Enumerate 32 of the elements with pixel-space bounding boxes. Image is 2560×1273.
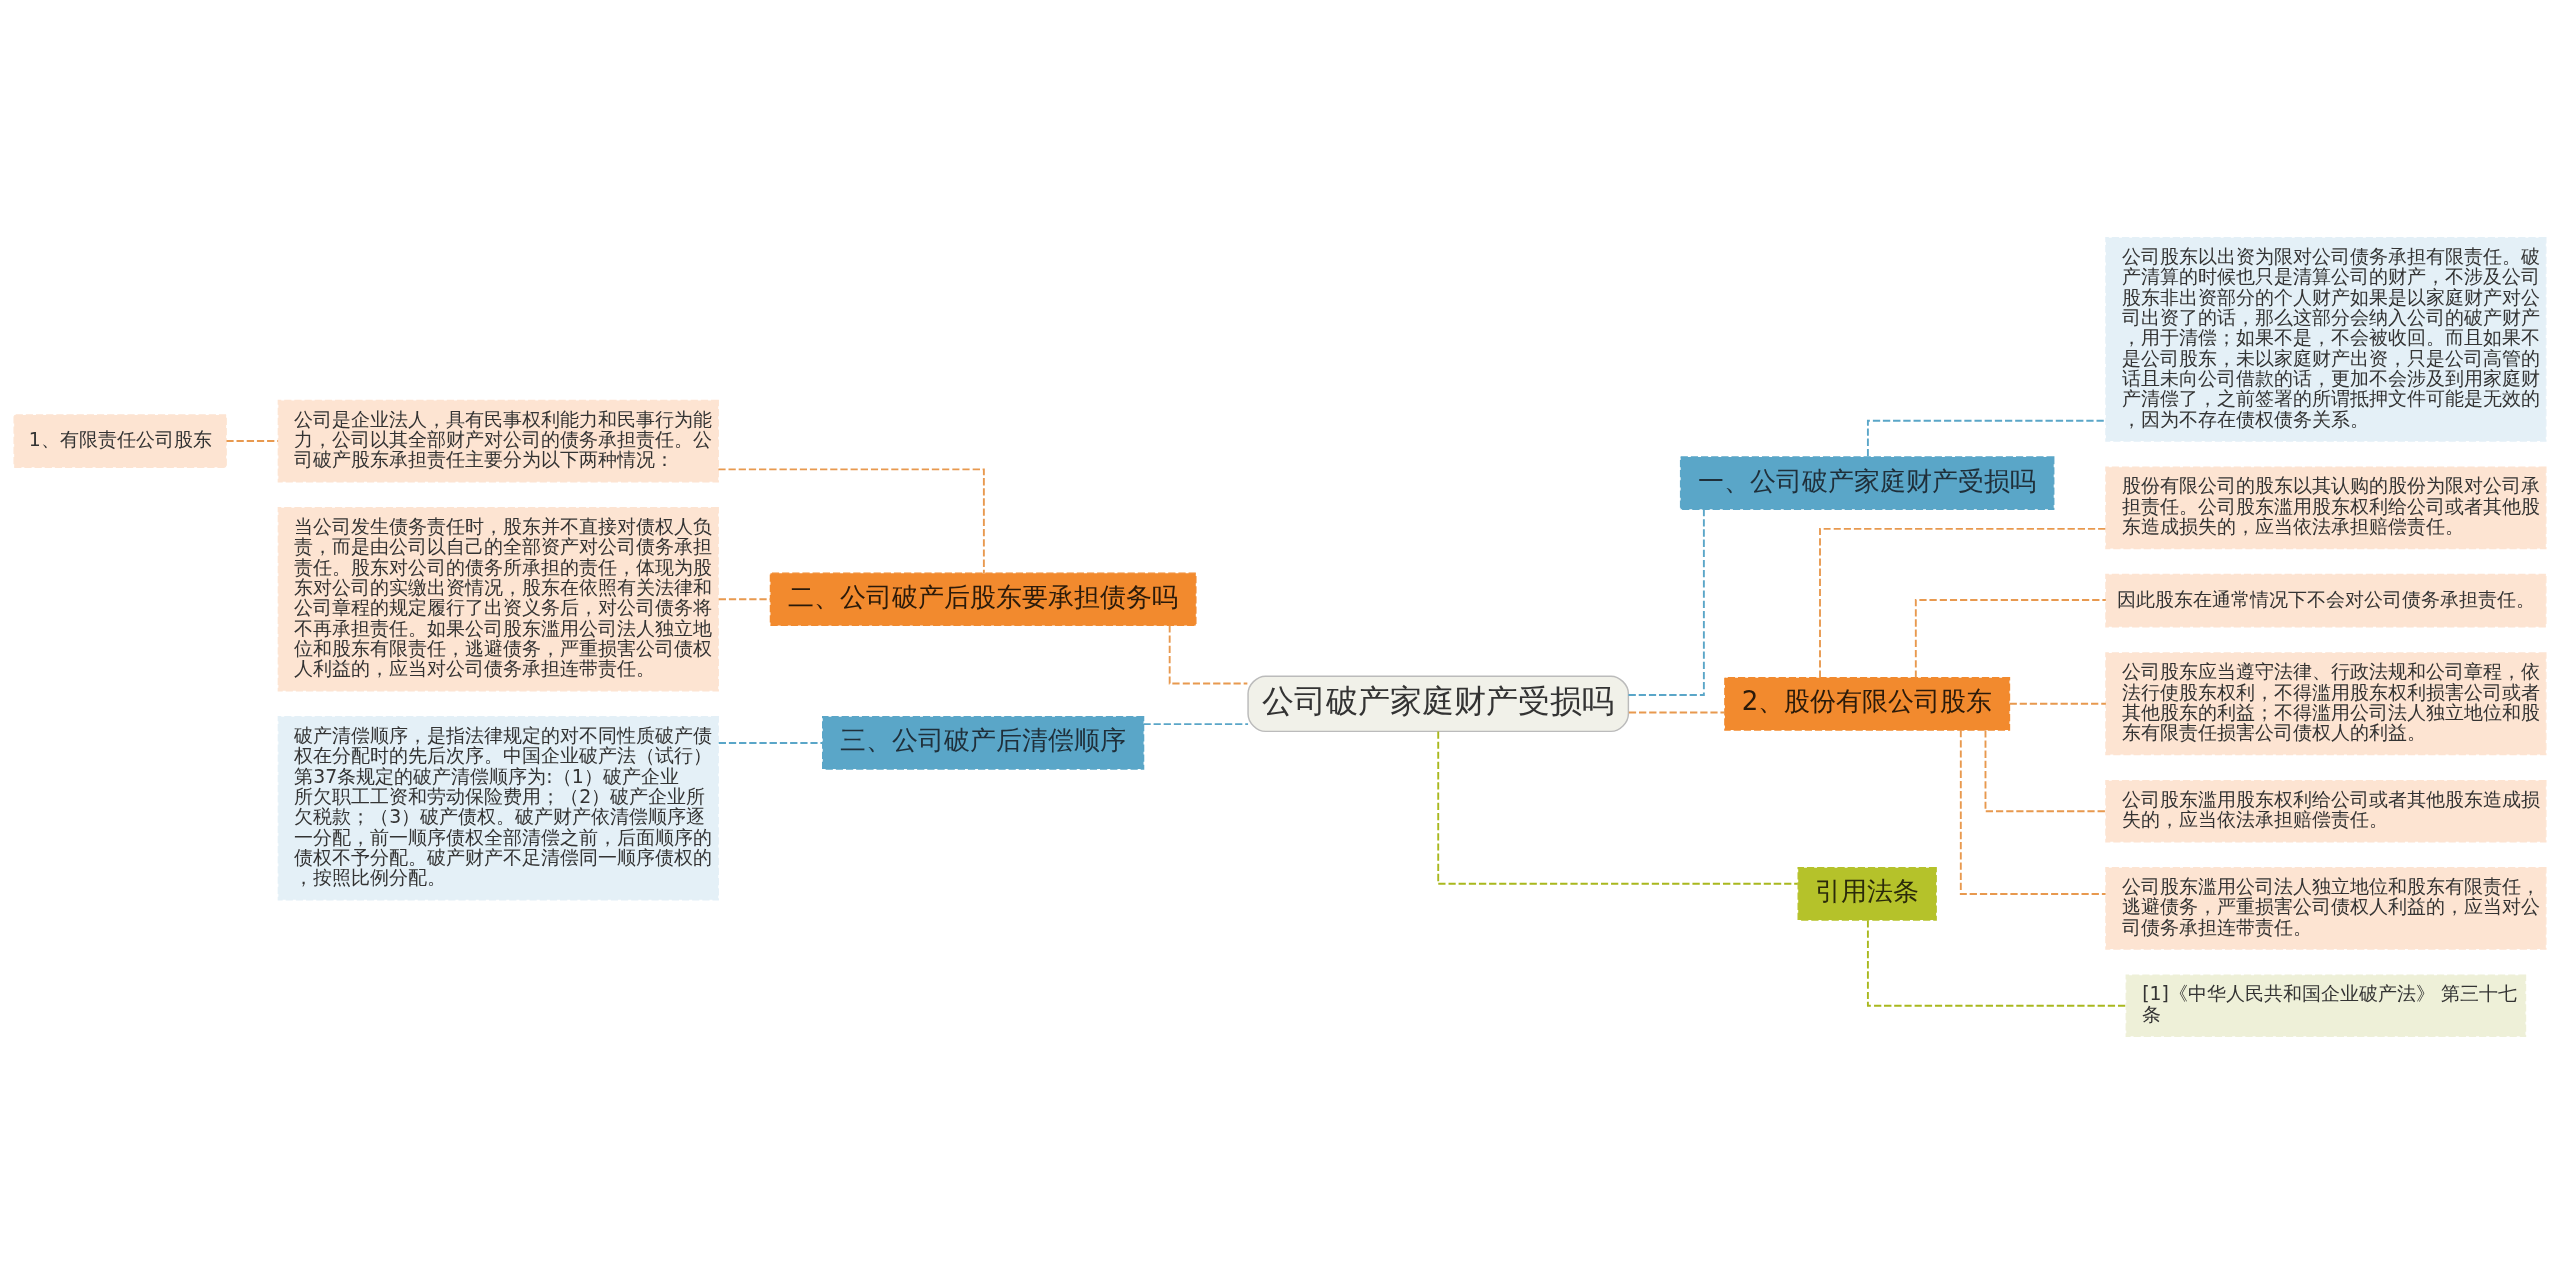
node-box: 三、公司破产后清偿顺序 [822,715,1145,770]
connector [1984,728,2107,812]
node-box: 因此股东在通常情况下不会对公司债务承担责任。 [2105,573,2547,628]
node-box: 2、股份有限公司股东 [1724,676,2011,731]
node-box: 一、公司破产家庭财产受损吗 [1679,455,2055,510]
node-box: 当公司发生债务责任时，股东并不直接对债权人负责，而是由公司以自己的全部资产对公司债务承担责任。股东对公司的债务所承担的责任，体现为股东对公司的实缴出资情况，股东在依照有关法律和公司章程的规定履行了出资义务后，对公司债务将不再承担责任。如果公司股东滥用公司法人独立地位和股东有限责任，逃避债务，严重损害公司债权人利益的，应当对公司债务承担连带责任。 [277,506,719,691]
node-box: 股份有限公司的股东以其认购的股份为限对公司承担责任。公司股东滥用股东权利给公司或者其他股东造成损失的，应当依法承担赔偿责任。 [2105,465,2547,549]
node-box: 破产清偿顺序，是指法律规定的对不同性质破产债权在分配时的先后次序。中国企业破产法（试行）第37条规定的破产清偿顺序为:（1）破产企业所欠职工工资和劳动保险费用；（2）破产企业所欠税款；（3）破产债权。破产财产依清偿顺序逐一分配，前一顺序债权全部清偿之前，后面顺序的债权不予分配。破产财产不足清偿同一顺序债权的，按照比例分配。 [277,715,719,900]
connector [717,467,985,574]
node-box: 引用法条 [1797,866,1937,921]
connector [1437,730,1799,885]
node-box: 公司破产家庭财产受损吗 [1247,674,1630,732]
connector [1866,919,2127,1007]
connector [225,439,280,442]
node-box: 二、公司破产后股东要承担债务吗 [769,571,1197,626]
node-box: 公司股东滥用股东权利给公司或者其他股东造成损失的，应当依法承担赔偿责任。 [2105,779,2547,842]
connector [2008,702,2107,705]
node-box: [1]《中华人民共和国企业破产法》 第三十七条 [2125,974,2527,1037]
node-box: 公司是企业法人，具有民事权利能力和民事行为能力，公司以其全部财产对公司的债务承担责任。公司破产股东承担责任主要分为以下两种情况： [277,399,719,482]
connector [1914,598,2107,679]
connector [1959,728,2107,895]
node-box: 1、有限责任公司股东 [13,413,227,468]
connector [1142,722,1249,725]
connector [1627,508,1705,696]
connector [1627,711,1726,713]
connector [1866,419,2107,457]
node-box: 公司股东应当遵守法律、行政法规和公司章程，依法行使股东权利，不得滥用股东权利损害公司或者其他股东的利益；不得滥用公司法人独立地位和股东有限责任损害公司债权人的利益。 [2105,651,2547,755]
node-box: 公司股东滥用公司法人独立地位和股东有限责任，逃避债务，严重损害公司债权人利益的，应当对公司债务承担连带责任。 [2105,866,2547,950]
connector [1819,527,2107,679]
connector [717,741,824,744]
node-box: 公司股东以出资为限对公司债务承担有限责任。破产清算的时候也只是清算公司的财产，不涉及公司股东非出资部分的个人财产如果是以家庭财产对公司出资了的话，那么这部分会纳入公司的破产财产，用于清偿；如果不是，不会被收回。而且如果不是公司股东，未以家庭财产出资，只是公司高管的话且未向公司借款的话，更加不会涉及到用家庭财产清偿了，之前签署的所谓抵押文件可能是无效的，因为不存在债权债务关系。 [2105,236,2547,442]
connector [1168,624,1249,684]
